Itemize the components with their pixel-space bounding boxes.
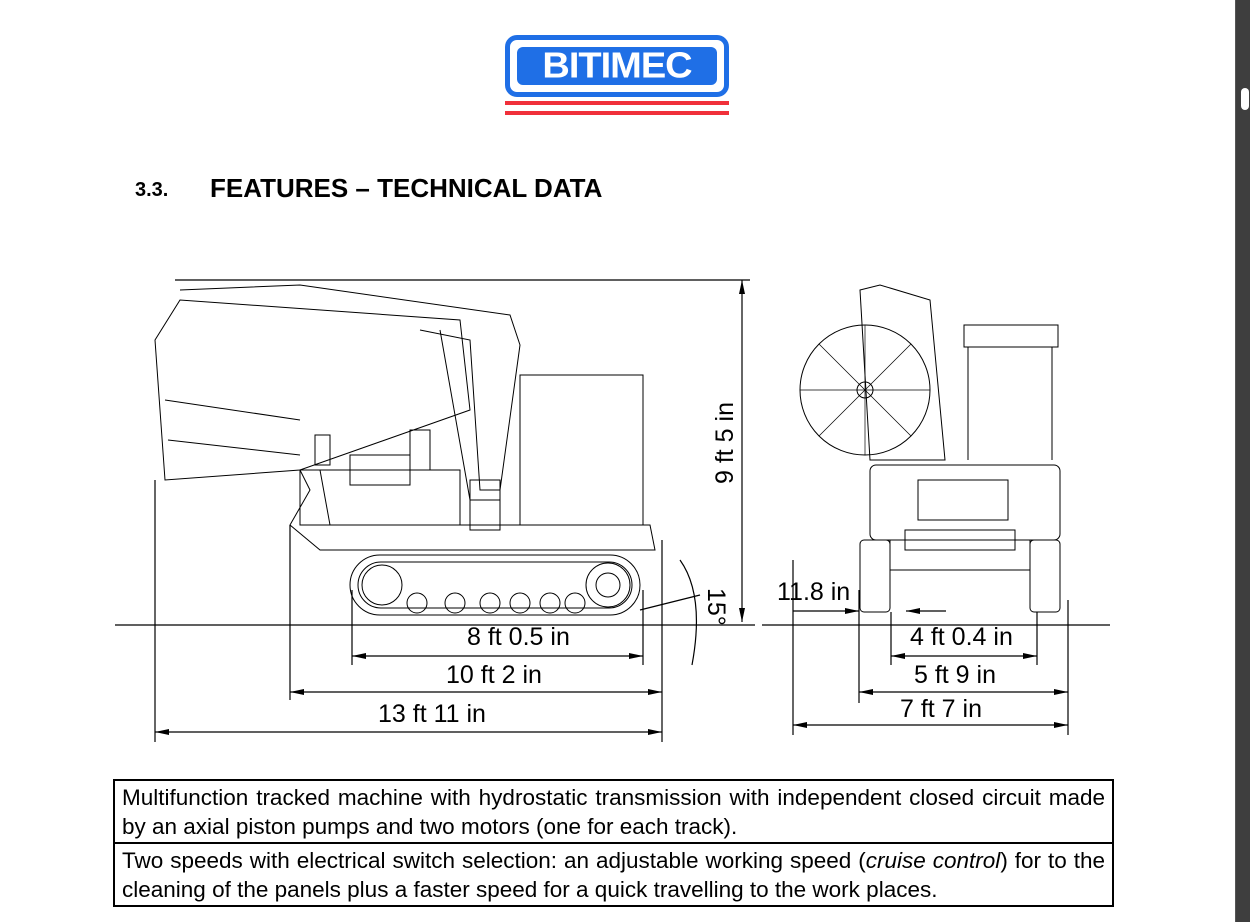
body-length-dimension: 10 ft 2 in bbox=[446, 661, 542, 689]
section-number: 3.3. bbox=[135, 179, 169, 201]
cell-text: ) for to the cleaning of the panels plus… bbox=[122, 848, 1106, 902]
vertical-scrollbar[interactable] bbox=[1235, 0, 1250, 922]
track-width-dimension: 5 ft 9 in bbox=[914, 661, 996, 689]
logo-text: BITIMEC bbox=[542, 45, 692, 86]
cell-text: Two speeds with electrical switch select… bbox=[122, 848, 866, 873]
features-table: Multifunction tracked machine with hydro… bbox=[113, 779, 1114, 907]
bitimec-logo: BITIMEC bbox=[505, 35, 729, 97]
logo-stripe bbox=[505, 111, 729, 115]
table-row: Two speeds with electrical switch select… bbox=[113, 842, 1114, 907]
side-view bbox=[154, 284, 656, 616]
logo-stripe bbox=[505, 101, 729, 105]
table-cell: Two speeds with electrical switch select… bbox=[113, 842, 1114, 907]
overall-width-dimension: 7 ft 7 in bbox=[900, 695, 982, 723]
angle-dimension: 15° bbox=[702, 588, 730, 626]
track-gauge-dimension: 4 ft 0.4 in bbox=[910, 623, 1013, 651]
ground-clearance-dimension: 11.8 in bbox=[777, 578, 851, 606]
section-title: FEATURES – TECHNICAL DATA bbox=[210, 173, 603, 203]
height-dimension: 9 ft 5 in bbox=[711, 402, 739, 484]
table-cell: Multifunction tracked machine with hydro… bbox=[113, 779, 1114, 844]
track-length-dimension: 8 ft 0.5 in bbox=[467, 623, 570, 651]
cell-text-italic: cruise control bbox=[865, 848, 1001, 873]
table-row: Multifunction tracked machine with hydro… bbox=[113, 779, 1114, 844]
overall-length-dimension: 13 ft 11 in bbox=[378, 700, 486, 728]
scrollbar-thumb[interactable] bbox=[1241, 88, 1249, 110]
front-view bbox=[799, 284, 1061, 613]
